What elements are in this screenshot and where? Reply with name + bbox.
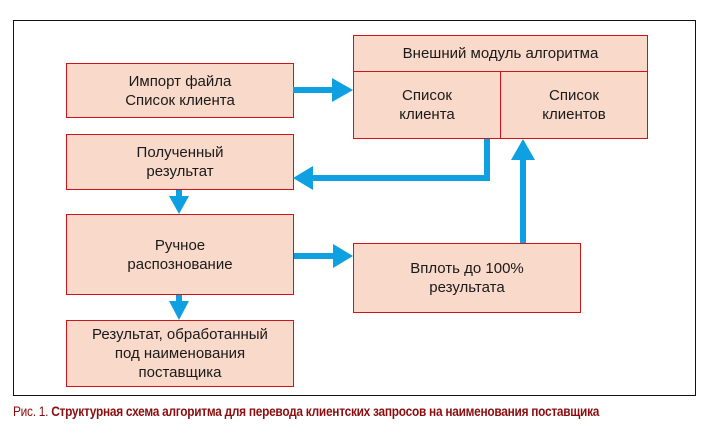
node-received-result: Полученный результат <box>66 134 294 190</box>
figure-caption: Рис. 1. Структурная схема алгоритма для … <box>13 404 599 419</box>
node-manual-recognition: Ручное распознование <box>66 214 294 295</box>
module-client-list: Список клиента <box>354 71 501 138</box>
arrow-import-to-module <box>293 78 353 102</box>
arrow-manual-to-result <box>169 295 189 320</box>
module-clients-list: Список клиентов <box>542 86 606 123</box>
arrow-received-to-manual <box>169 190 189 214</box>
caption-prefix: Рис. 1. <box>13 404 52 419</box>
arrow-upto100-to-module <box>511 139 535 243</box>
node-processed-result: Результат, обработанный под наименования… <box>66 320 294 387</box>
node-up-to-100: Вплоть до 100% результата <box>353 243 581 313</box>
arrow-module-to-received <box>293 139 490 190</box>
node-external-module: Внешний модуль алгоритма Список клиента … <box>353 35 648 139</box>
diagram-frame <box>13 20 696 396</box>
arrow-manual-to-upto100 <box>294 244 353 268</box>
node-import-file: Импорт файла Список клиента <box>66 63 294 118</box>
caption-text: Структурная схема алгоритма для перевода… <box>51 404 600 419</box>
